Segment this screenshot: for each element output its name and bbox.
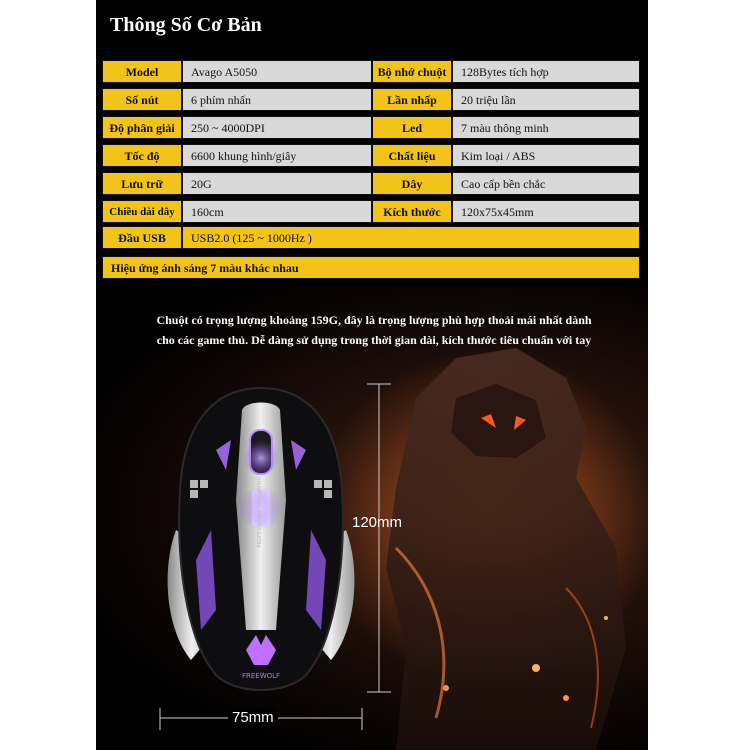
spec-value: Avago A5050 — [182, 60, 372, 83]
effect-text: Hiệu ứng ánh sáng 7 màu khác nhau — [102, 256, 640, 279]
usb-row: Đầu USB USB2.0 (125 ~ 1000Hz ) — [102, 226, 640, 249]
spec-value: Cao cấp bền chắc — [452, 172, 640, 195]
spec-label: Lưu trữ — [102, 172, 182, 195]
height-label: 120mm — [352, 514, 403, 531]
spec-row: Lưu trữ 20G Dây Cao cấp bền chắc — [102, 172, 640, 195]
spec-value: 160cm — [182, 200, 372, 223]
spec-value: 6 phím nhấn — [182, 88, 372, 111]
spec-value: 6600 khung hình/giây — [182, 144, 372, 167]
spec-label: Led — [372, 116, 452, 139]
mouse-logo-text: FREEWOLF — [242, 672, 280, 680]
spec-label: Chất liệu — [372, 144, 452, 167]
description-line: Chuột có trọng lượng khoảng 159G, đây là… — [156, 313, 592, 327]
spec-label: Kích thước — [372, 200, 452, 223]
spec-label: Lần nhấp — [372, 88, 452, 111]
page-title: Thông Số Cơ Bản — [110, 14, 262, 36]
spec-row: Số nút 6 phím nhấn Lần nhấp 20 triệu lần — [102, 88, 640, 111]
product-poster: Thông Số Cơ Bản Model Avago A5050 Bộ nhớ… — [96, 0, 648, 750]
spec-label: Bộ nhớ chuột — [372, 60, 452, 83]
spec-row: Chiều dài dây 160cm Kích thước 120x75x45… — [102, 200, 640, 223]
spec-row: Tốc độ 6600 khung hình/giây Chất liệu Ki… — [102, 144, 640, 167]
description-line: cho các game thủ. Dễ dàng sử dụng trong … — [156, 333, 592, 347]
spec-label: Model — [102, 60, 182, 83]
mouse-illustration: PROFESSIONAL FPS GAMING FREEWOLF — [167, 386, 355, 691]
spec-row: Model Avago A5050 Bộ nhớ chuột 128Bytes … — [102, 60, 640, 83]
product-description: Chuột có trọng lượng khoảng 159G, đây là… — [114, 310, 634, 350]
spec-value: 7 màu thông minh — [452, 116, 640, 139]
spec-label: Số nút — [102, 88, 182, 111]
spec-value: 250 ~ 4000DPI — [182, 116, 372, 139]
spec-value: 128Bytes tích hợp — [452, 60, 640, 83]
spec-value: 20 triệu lần — [452, 88, 640, 111]
spec-value: 20G — [182, 172, 372, 195]
height-dimension-line — [367, 383, 391, 693]
effect-row: Hiệu ứng ánh sáng 7 màu khác nhau — [102, 256, 640, 279]
spec-label: Chiều dài dây — [102, 200, 182, 223]
spec-label: Dây — [372, 172, 452, 195]
spec-value: Kim loại / ABS — [452, 144, 640, 167]
warrior-illustration — [316, 348, 648, 750]
spec-label: Độ phân giải — [102, 116, 182, 139]
usb-label: Đầu USB — [102, 226, 182, 249]
spec-row: Độ phân giải 250 ~ 4000DPI Led 7 màu thô… — [102, 116, 640, 139]
width-label: 75mm — [228, 709, 278, 726]
mouse-brand-text: PROFESSIONAL FPS GAMING — [257, 476, 263, 547]
spec-value: 120x75x45mm — [452, 200, 640, 223]
usb-value: USB2.0 (125 ~ 1000Hz ) — [182, 226, 640, 249]
spec-label: Tốc độ — [102, 144, 182, 167]
